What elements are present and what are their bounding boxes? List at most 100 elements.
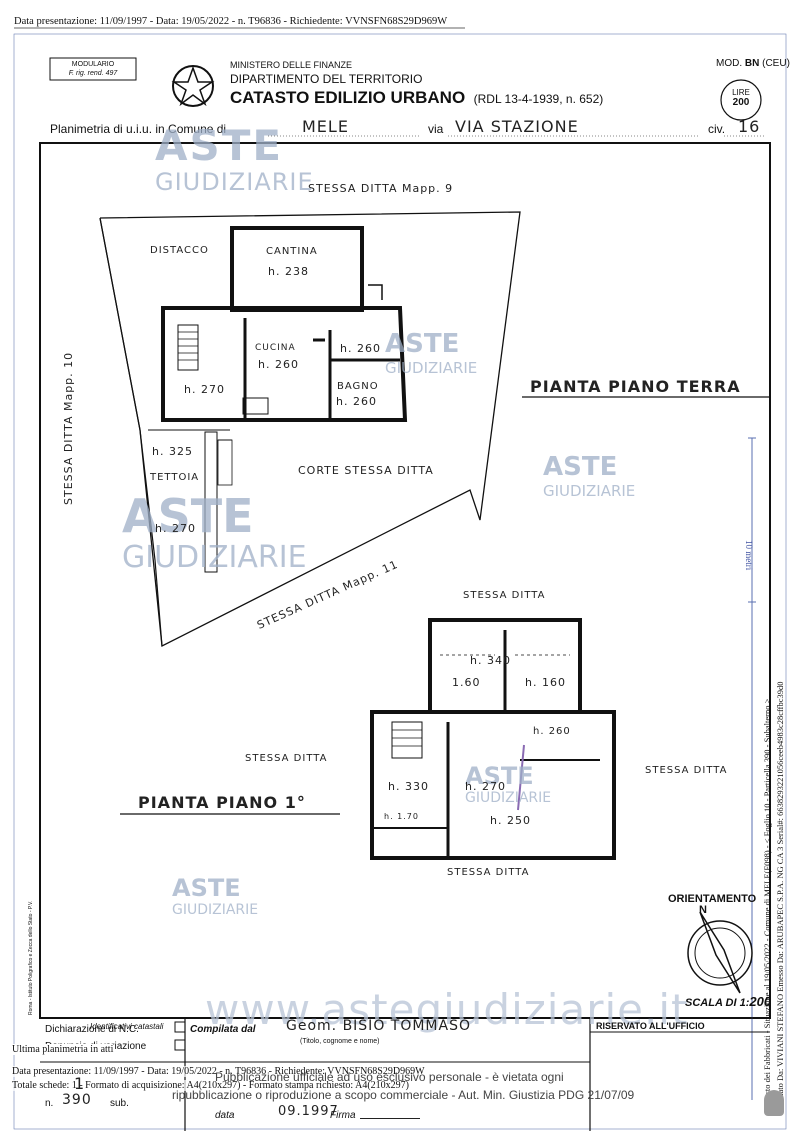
civ-value: 16: [738, 117, 761, 136]
watermark-l2: GIUDIZIARIE: [465, 790, 552, 806]
footer-totale-schede: Totale schede: 1 - Formato di acquisizio…: [12, 1080, 409, 1091]
footer-riservato: RISERVATO ALL'UFFICIO: [596, 1021, 705, 1031]
watermark-l2: GIUDIZIARIE: [543, 482, 636, 500]
footer-data-value: 09.1997: [278, 1104, 339, 1119]
footer-ultima: Ultima planimetria in atti: [12, 1044, 114, 1055]
footer-n-value: 390: [62, 1092, 92, 1108]
ground-floor-title: PIANTA PIANO TERRA: [530, 377, 741, 396]
footer-dichiarazione: Dichiarazione di N.C.: [45, 1024, 139, 1035]
footer-titolo: (Titolo, cognome e nome): [300, 1038, 380, 1045]
label-first-top: STESSA DITTA: [463, 590, 546, 601]
footer-identificativi: Identificativi catastali: [90, 1022, 164, 1031]
label-h260d: h. 260: [533, 726, 571, 737]
side-firma-text: Firmato Da: VIVIANI STEFANO Emesso Da: A…: [775, 681, 785, 1110]
watermark-logo-6: ASTE GIUDIZIARIE: [172, 874, 259, 921]
watermark-l1: ASTE: [172, 874, 241, 902]
watermark-l2: GIUDIZIARIE: [122, 540, 307, 575]
label-bagno: BAGNO: [337, 381, 379, 392]
footer-n-label: n.: [45, 1098, 54, 1109]
mod-code: BN: [744, 58, 760, 69]
label-top-mapp9: STESSA DITTA Mapp. 9: [308, 182, 454, 195]
watermark-l2: GIUDIZIARIE: [172, 902, 259, 918]
orientamento-label: ORIENTAMENTO: [668, 893, 757, 905]
lire-amount: 200: [732, 97, 750, 108]
header-line: Data presentazione: 11/09/1997 - Data: 1…: [14, 16, 448, 27]
watermark-logo-5: ASTE GIUDIZIARIE: [465, 762, 552, 809]
label-cucina: CUCINA: [255, 343, 296, 353]
roma-poligrafico-text: Roma - Istituto Poligrafico e Zecca dell…: [28, 900, 34, 1015]
scala-label-text: SCALA DI 1:: [685, 997, 750, 1009]
watermark-logo-2: ASTE GIUDIZIARIE: [385, 329, 478, 380]
lire-stamp: LIRE 200: [726, 88, 756, 108]
label-left-mapp10: STESSA DITTA Mapp. 10: [62, 351, 75, 505]
ministry-line1: MINISTERO DELLE FINANZE: [230, 60, 353, 70]
watermark-l1: ASTE: [155, 121, 284, 170]
label-tettoia: TETTOIA: [150, 472, 200, 483]
label-distacco: DISTACCO: [150, 245, 209, 256]
scala-label: SCALA DI 1:200: [685, 994, 771, 1009]
label-h325: h. 325: [152, 445, 193, 458]
footer-scheda-num: 1: [74, 1074, 86, 1093]
watermark-l2: GIUDIZIARIE: [155, 168, 314, 196]
footer-data-presentazione: Data presentazione: 11/09/1997 - Data: 1…: [12, 1066, 425, 1077]
lire-label: LIRE: [732, 88, 750, 97]
label-first-right: STESSA DITTA: [645, 765, 728, 776]
label-h238: h. 238: [268, 265, 309, 278]
modulario-line2: F. rig. rend. 497: [68, 70, 118, 77]
footer-compilata-label: Compilata dal: [190, 1024, 256, 1035]
modulario-box: MODULARIO F. rig. rend. 497: [52, 60, 134, 78]
footer-disclaimer-1: Pubblicazione ufficiale ad uso esclusivo…: [215, 1070, 564, 1084]
footer-sub-label: sub.: [110, 1098, 129, 1109]
label-h260b: h. 260: [340, 342, 381, 355]
footer-disclaimer-2: ripubblicazione o riproduzione a scopo c…: [172, 1088, 635, 1102]
watermark-logo-4: ASTE GIUDIZIARIE: [122, 489, 307, 579]
footer-firma-label: Firma: [330, 1110, 356, 1121]
ministry-block: MINISTERO DELLE FINANZE DIPARTIMENTO DEL…: [230, 60, 603, 108]
watermark-logo: ASTE GIUDIZIARIE: [155, 121, 314, 200]
planimetria-prefix: Planimetria di u.i.u. in Comune di: [50, 122, 227, 136]
ministry-title: CATASTO EDILIZIO URBANO: [230, 88, 466, 107]
label-first-bottom: STESSA DITTA: [447, 867, 530, 878]
label-h250: h. 250: [490, 814, 531, 827]
label-h330: h. 330: [388, 780, 429, 793]
scala-value: 200: [749, 994, 772, 1009]
label-cantina: CANTINA: [266, 246, 318, 257]
first-floor-title: PIANTA PIANO 1°: [138, 793, 306, 812]
label-h340: h. 340: [470, 654, 511, 667]
mod-label: MOD. BN (CEU): [716, 58, 790, 69]
modulario-line1: MODULARIO: [71, 61, 115, 68]
via-label: via: [428, 122, 444, 136]
comune-value: MELE: [302, 117, 349, 136]
watermark-logo-3: ASTE GIUDIZIARIE: [543, 452, 636, 503]
label-h160a: 1.60: [452, 676, 481, 689]
label-h270a: h. 270: [184, 383, 225, 396]
ruler-label: 10 metri: [744, 540, 754, 571]
watermark-l1: ASTE: [122, 489, 254, 543]
civ-label: civ.: [708, 122, 726, 136]
label-h170: h. 1.70: [384, 812, 419, 821]
mod-ceu: (CEU): [762, 58, 790, 69]
label-h270c: h. 270: [465, 780, 506, 793]
footer-compilata-value: Geom. BISIO TOMMASO: [286, 1018, 471, 1034]
watermark-l1: ASTE: [543, 452, 618, 482]
label-h160b: h. 160: [525, 676, 566, 689]
ministry-line2: DIPARTIMENTO DEL TERRITORIO: [230, 72, 423, 86]
ministry-law: (RDL 13-4-1939, n. 652): [473, 92, 604, 106]
footer-data-label: data: [215, 1110, 235, 1121]
label-h260c: h. 260: [336, 395, 377, 408]
watermark-l1: ASTE: [385, 329, 460, 359]
mod-label-text: MOD.: [716, 58, 743, 69]
watermark-l1: ASTE: [465, 762, 534, 790]
side-situazione-text: Catasto dei Fabbricati - Situazione al 1…: [762, 698, 772, 1110]
label-h260a: h. 260: [258, 358, 299, 371]
watermark-url: www.astegiudiziarie.it: [205, 985, 689, 1034]
signature-mark: [360, 1104, 420, 1119]
label-h270b: h. 270: [155, 522, 196, 535]
seal-icon: [764, 1090, 784, 1116]
via-value: VIA STAZIONE: [455, 117, 579, 136]
label-first-left: STESSA DITTA: [245, 753, 328, 764]
north-arrow-icon: N: [699, 904, 707, 916]
watermark-l2: GIUDIZIARIE: [385, 359, 478, 377]
label-corte: CORTE STESSA DITTA: [298, 464, 434, 477]
